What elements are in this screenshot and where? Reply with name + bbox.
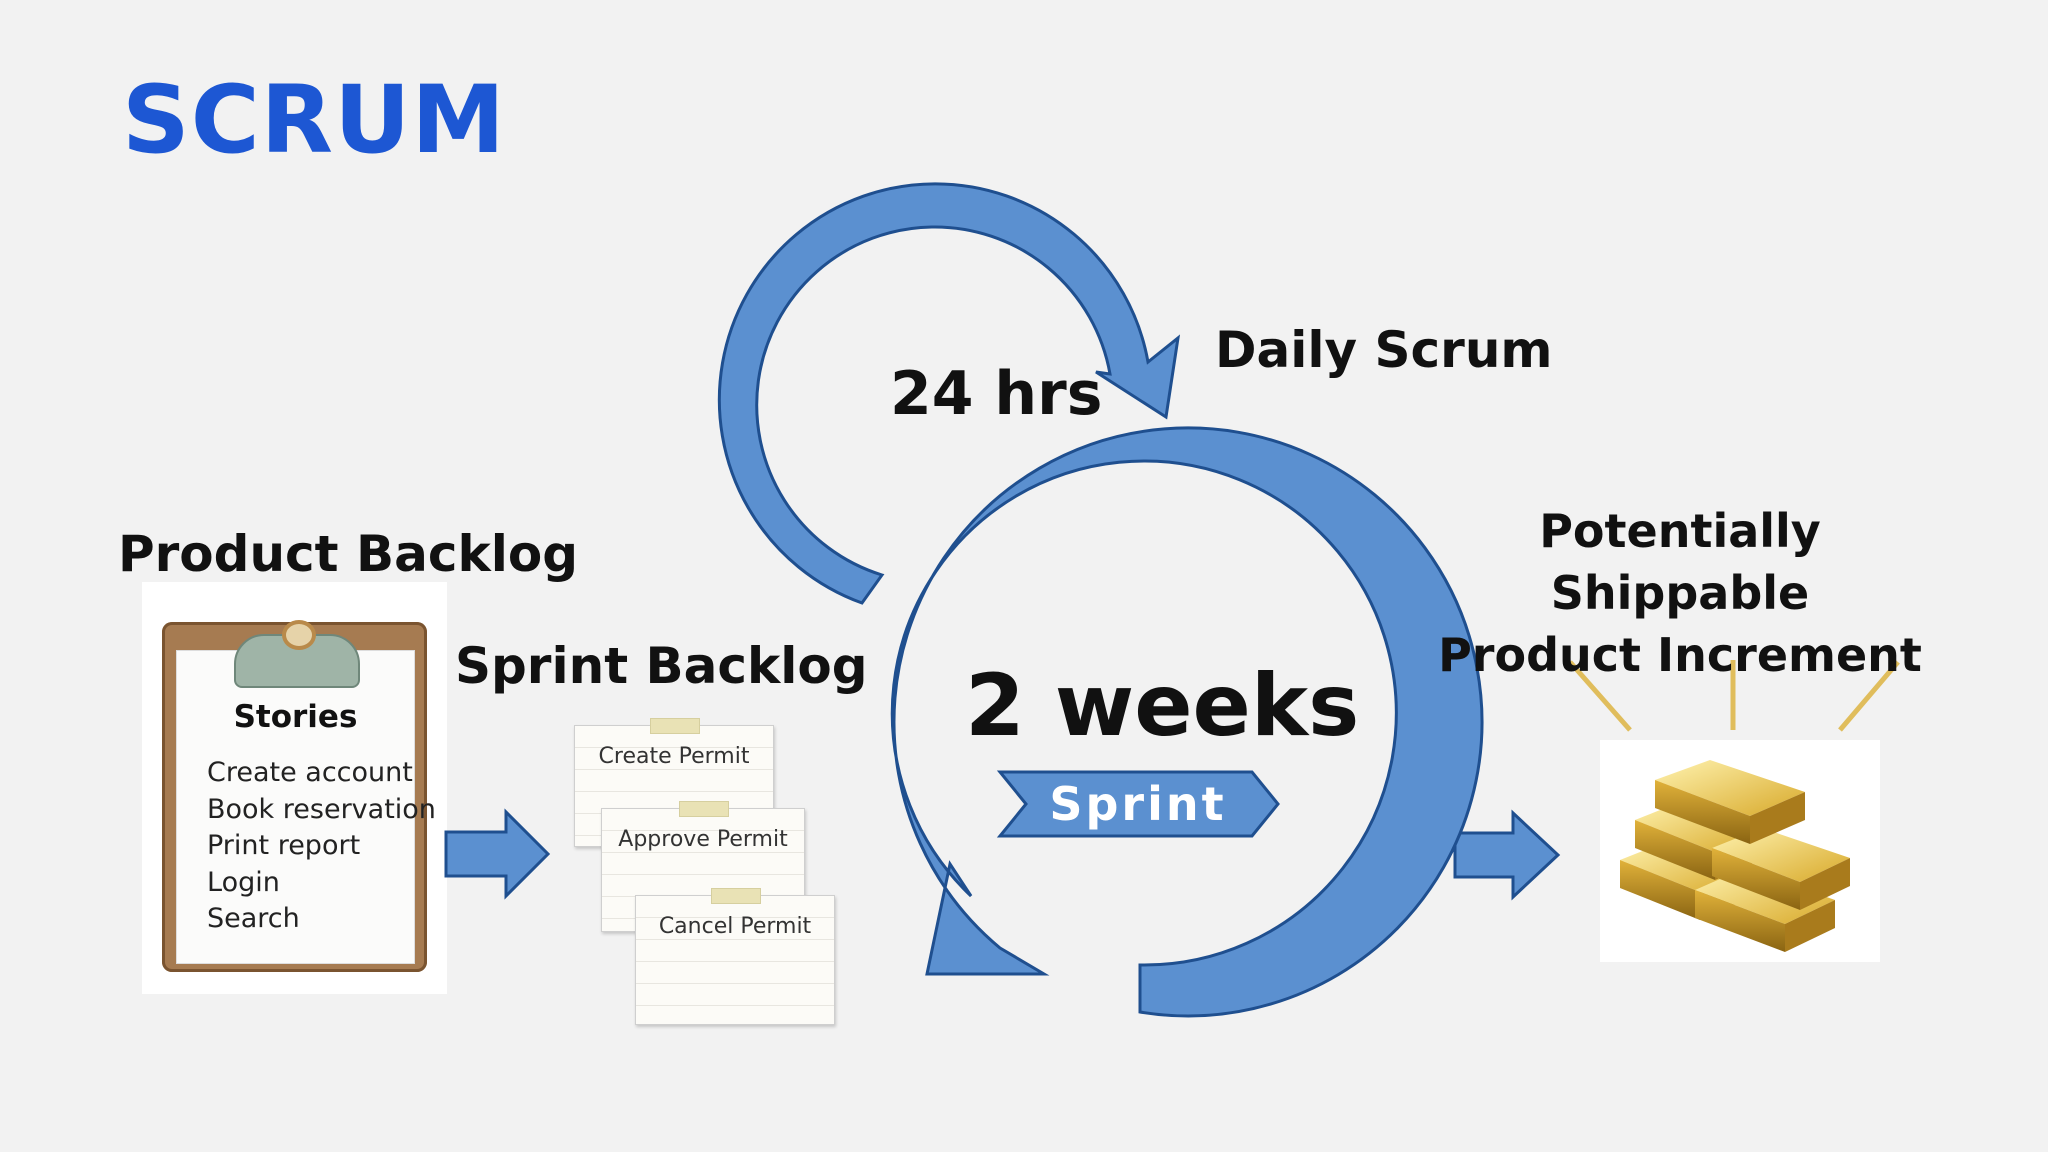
task-card-label: Approve Permit bbox=[618, 827, 788, 852]
story-item: Search bbox=[207, 903, 300, 934]
gold-bar bbox=[1655, 760, 1805, 844]
daily-scrum-label: Daily Scrum bbox=[1215, 321, 1553, 379]
stories-list: Create account Book reservation Print re… bbox=[207, 755, 436, 938]
gold-bars-image bbox=[1600, 740, 1880, 962]
flow-arrow-icon bbox=[444, 808, 551, 900]
sprint-banner-label: Sprint bbox=[1049, 777, 1226, 831]
sprint-cycle-arrow bbox=[890, 426, 1484, 1018]
tape bbox=[711, 888, 761, 904]
flow-arrow-icon bbox=[1453, 809, 1561, 901]
sprint-banner bbox=[996, 770, 1280, 838]
task-card-label: Cancel Permit bbox=[658, 914, 812, 939]
sprint-duration-label: 2 weeks bbox=[965, 656, 1360, 756]
tape bbox=[679, 801, 729, 817]
clipboard-image: Stories Create account Book reservation … bbox=[142, 582, 447, 994]
task-card: Cancel Permit bbox=[635, 888, 835, 1025]
story-item: Print report bbox=[207, 830, 361, 861]
task-card-label: Create Permit bbox=[598, 744, 750, 769]
sprint-backlog-label: Sprint Backlog bbox=[455, 637, 868, 695]
tape bbox=[650, 718, 700, 734]
increment-label-line: Product Increment bbox=[1438, 628, 1922, 683]
clipboard-ring bbox=[282, 620, 316, 650]
clipboard: Stories Create account Book reservation … bbox=[162, 620, 436, 972]
story-item: Create account bbox=[207, 757, 413, 788]
sparkle-line bbox=[1568, 660, 1632, 732]
clipboard-paper: Stories Create account Book reservation … bbox=[176, 650, 436, 964]
page-title: SCRUM bbox=[122, 66, 506, 175]
daily-loop-arrow bbox=[717, 182, 1181, 605]
sparkle-line bbox=[1838, 660, 1900, 732]
increment-label-line: Potentially Shippable bbox=[1539, 504, 1821, 621]
daily-duration-label: 24 hrs bbox=[890, 359, 1103, 429]
increment-label: Potentially Shippable Product Increment bbox=[1410, 500, 1950, 686]
story-item: Login bbox=[207, 866, 280, 898]
stories-title: Stories bbox=[233, 699, 358, 735]
product-backlog-label: Product Backlog bbox=[118, 525, 579, 583]
gold-bars-icon bbox=[1620, 760, 1850, 952]
story-item: Book reservation bbox=[207, 793, 436, 825]
